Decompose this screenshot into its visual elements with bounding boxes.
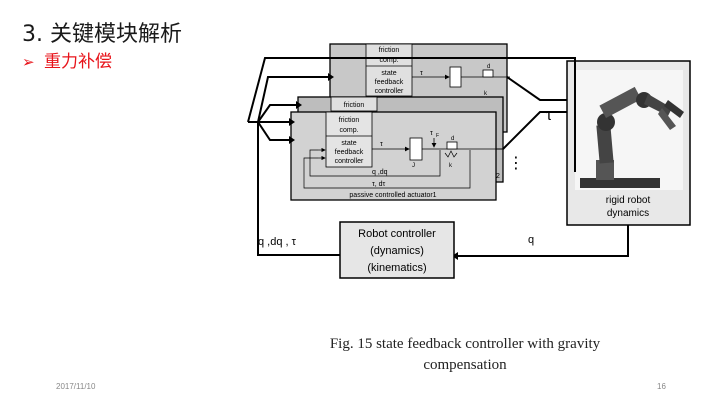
controller-line3-text: (kinematics): [367, 262, 426, 274]
figure-caption: Fig. 15 state feedback controller with g…: [290, 334, 640, 376]
mid-friction-text: friction: [344, 102, 365, 109]
robot-feedback-line: [247, 57, 629, 257]
front-feedback-text: feedback: [335, 149, 364, 156]
back-tau-text: τ: [420, 70, 423, 77]
front-f-sub-text: F: [436, 133, 439, 139]
back-controller-text: controller: [375, 88, 404, 95]
back-k-text: k: [484, 91, 488, 97]
arrow-bullet-icon: ➢: [22, 53, 35, 71]
bullet-text: 重力补偿: [44, 52, 112, 72]
controller-line1-text: Robot controller: [358, 228, 436, 240]
back-d-text: d: [487, 64, 490, 70]
j-text: J: [412, 163, 415, 169]
back-friction-text: friction: [379, 47, 400, 54]
back-state-text: state: [381, 70, 396, 77]
caption-line1: Fig. 15 state feedback controller with g…: [329, 336, 601, 352]
page-number: 16: [657, 382, 666, 391]
front-tau-text: τ: [380, 141, 383, 148]
front-k-text: k: [449, 163, 453, 169]
actuator1-text: passive controlled actuator1: [349, 192, 436, 199]
q-output-text: q: [528, 234, 534, 246]
dots-text: ⋮: [508, 155, 524, 172]
robot-arm-icon: [580, 86, 684, 188]
feedback-signals-text: q ,dq , τ: [258, 236, 297, 248]
robot-dynamics-box: rigid robot dynamics: [566, 60, 691, 226]
output-bus: [496, 76, 568, 150]
front-friction-text: friction: [339, 117, 360, 124]
slide-title: 3. 关键模块解析: [22, 22, 182, 47]
front-d-text: d: [451, 136, 454, 142]
tau-output-text: τ: [546, 107, 552, 124]
layer2-text: 2: [496, 173, 500, 180]
back-feedback-text: feedback: [375, 79, 404, 86]
input-bus: [248, 76, 340, 256]
front-tau-f-text: τ: [430, 130, 433, 137]
controller-line2-text: (dynamics): [370, 245, 424, 257]
back-comp-text: comp.: [379, 57, 398, 64]
footer-date: 2017/11/10: [56, 382, 96, 391]
tau-dtau-text: τ, dτ: [372, 181, 386, 188]
caption-line2: compensation: [423, 357, 507, 373]
robot-controller-box: Robot controller (dynamics) (kinematics): [339, 221, 455, 279]
q-dq-text: q ,dq: [372, 169, 388, 176]
front-controller-text: controller: [335, 158, 364, 165]
bullet-item: ➢ 重力补偿: [22, 47, 112, 72]
robot-line1-text: rigid robot: [606, 195, 651, 206]
front-state-text: state: [341, 140, 356, 147]
robot-line2-text: dynamics: [607, 208, 649, 219]
actuator-panel-front: friction comp. state feedback controller…: [290, 111, 500, 201]
front-comp-text: comp.: [339, 127, 358, 134]
